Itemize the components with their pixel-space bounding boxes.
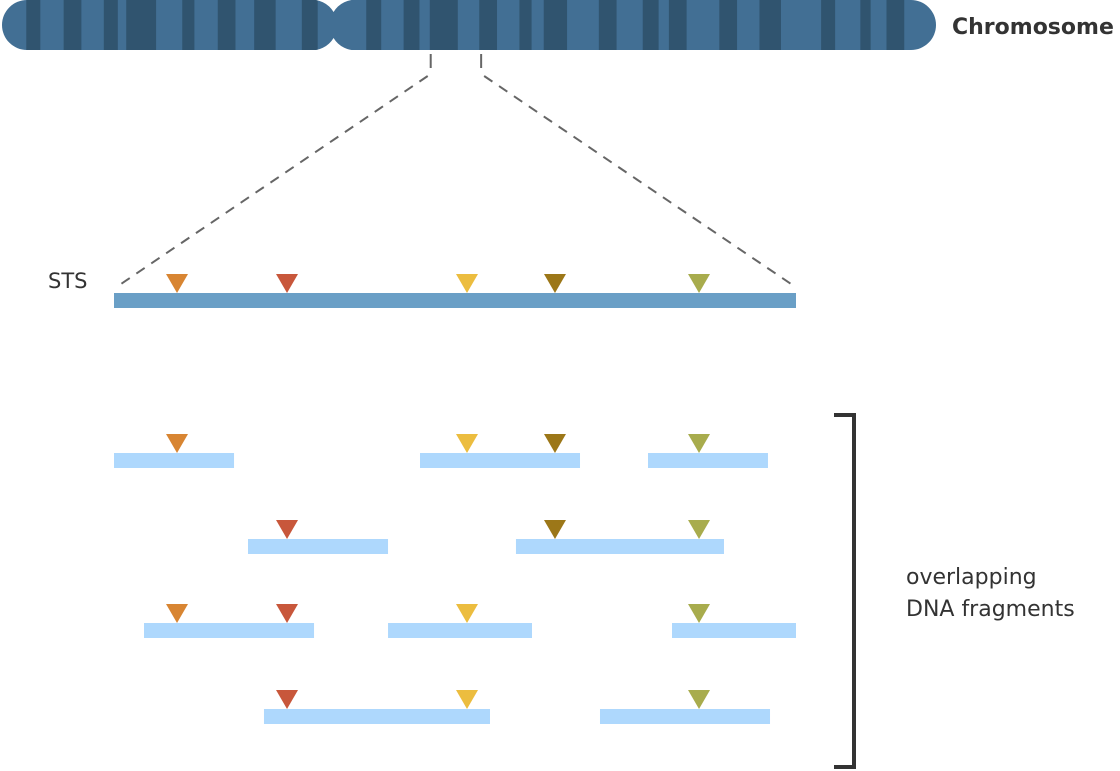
fragment-marker-orange xyxy=(166,434,189,453)
fragment-marker-yellow xyxy=(456,690,479,709)
chromosome-dark-band xyxy=(479,0,498,50)
zoom-dashed-lines xyxy=(117,75,795,287)
dna-fragment xyxy=(599,690,771,724)
sts-marker-orange xyxy=(166,274,189,293)
fragment-marker-red xyxy=(276,520,299,539)
fragment-marker-orange xyxy=(166,604,189,623)
fragment-marker-olive xyxy=(688,434,711,453)
chromosome-dark-band xyxy=(26,0,41,50)
sts-marker-yellow xyxy=(456,274,479,293)
chromosome-dark-band xyxy=(63,0,82,50)
chromosome-dark-band xyxy=(103,0,118,50)
chromosome-dark-band xyxy=(668,0,687,50)
fragment-bar xyxy=(388,623,532,638)
sts-markers xyxy=(166,274,711,293)
sts-marker-red xyxy=(276,274,299,293)
fragment-bar xyxy=(599,709,771,724)
fragment-marker-yellow xyxy=(456,434,479,453)
chromosome-dark-band xyxy=(366,0,382,50)
dna-fragment xyxy=(144,604,315,638)
chromosome-dark-band xyxy=(886,0,905,50)
fragment-bar xyxy=(648,453,768,468)
fragment-bar xyxy=(263,709,490,724)
fragment-marker-olive xyxy=(688,604,711,623)
chromosome-dark-band xyxy=(403,0,420,50)
chromosome-dark-band xyxy=(642,0,659,50)
chromosome-dark-band xyxy=(759,0,781,50)
sts-marker-olive xyxy=(688,274,711,293)
chromosome-dark-band xyxy=(126,0,157,50)
chromosome-dark-band xyxy=(598,0,617,50)
chromosome-dark-band xyxy=(254,0,276,50)
dna-fragment xyxy=(114,434,235,468)
chromosome-dark-band xyxy=(429,0,458,50)
fragment-marker-olive xyxy=(688,690,711,709)
chromosome xyxy=(2,0,936,50)
fragment-marker-red xyxy=(276,690,299,709)
fragment-marker-brown xyxy=(543,434,566,453)
dna-fragment xyxy=(420,434,581,468)
dna-fragment xyxy=(515,520,724,554)
chromosome-dark-band xyxy=(719,0,738,50)
fragments-label-line2: DNA fragments xyxy=(906,597,1075,622)
sts-label: STS xyxy=(48,269,88,293)
sts-map-bar xyxy=(114,293,796,308)
fragment-bar xyxy=(515,539,724,554)
zoom-line-right xyxy=(483,75,795,287)
chromosome-dark-band xyxy=(519,0,532,50)
chromosome-bands xyxy=(26,0,905,50)
zoom-region-ticks xyxy=(429,54,483,68)
fragment-marker-brown xyxy=(543,520,566,539)
fragment-marker-yellow xyxy=(456,604,479,623)
dna-fragment xyxy=(248,520,389,554)
fragment-bar xyxy=(144,623,315,638)
dna-fragment xyxy=(388,604,532,638)
zoom-line-left xyxy=(117,75,429,287)
dna-fragment xyxy=(263,690,490,724)
fragment-bar xyxy=(672,623,796,638)
fragments-label-line1: overlapping xyxy=(906,565,1037,590)
dna-fragment xyxy=(672,604,796,638)
fragment-marker-red xyxy=(276,604,299,623)
chromosome-dark-band xyxy=(543,0,568,50)
chromosome-label: Chromosome xyxy=(952,15,1114,40)
fragment-bar xyxy=(248,539,389,554)
fragment-bar xyxy=(114,453,235,468)
chromosome-dark-band xyxy=(860,0,871,50)
fragments-bracket xyxy=(834,413,856,769)
sts-marker-brown xyxy=(543,274,566,293)
chromosome-dark-band xyxy=(182,0,195,50)
fragment-marker-olive xyxy=(688,520,711,539)
fragment-bar xyxy=(420,453,581,468)
chromosome-dark-band xyxy=(217,0,236,50)
dna-fragments xyxy=(114,434,796,724)
chromosome-dark-band xyxy=(821,0,836,50)
chromosome-dark-band xyxy=(301,0,318,50)
dna-fragment xyxy=(648,434,768,468)
